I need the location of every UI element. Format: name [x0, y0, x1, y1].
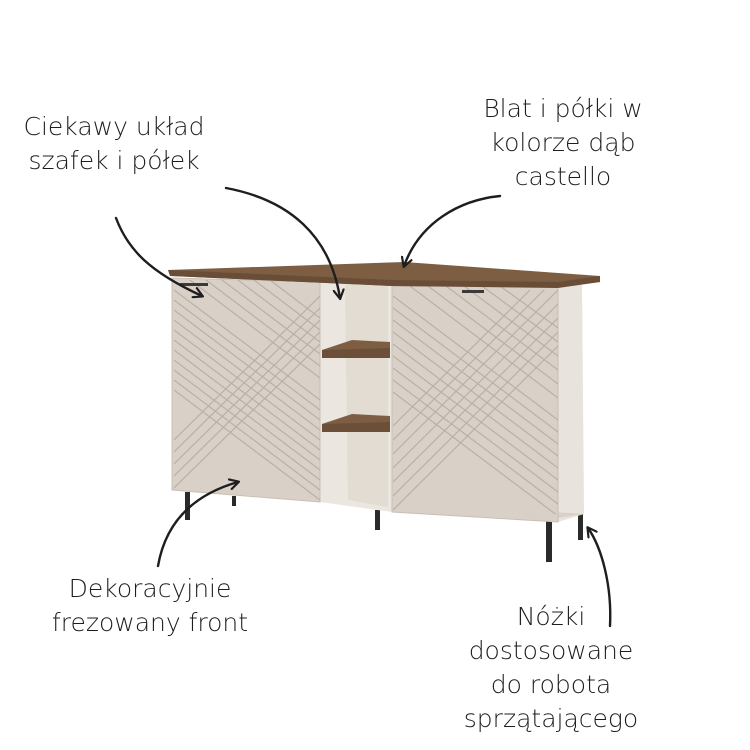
annotation-top-line: kolorze dąb	[490, 128, 636, 157]
compartment-inner	[345, 284, 388, 507]
arrow-legs	[588, 528, 612, 628]
sideboard	[168, 262, 600, 562]
leg-front-middle	[375, 510, 380, 530]
annotation-front-line: Dekoracyjnie	[68, 574, 232, 603]
annotation-top-line: castello	[514, 162, 612, 191]
leg-front-left	[185, 492, 190, 520]
left-door-handle	[180, 283, 208, 286]
annotation-top-line: Blat i półki w	[483, 94, 643, 123]
leg-front-right	[546, 520, 552, 562]
annotation-legs-line: sprzątającego	[463, 704, 639, 733]
oak-top	[168, 262, 600, 287]
arrow-front	[156, 482, 238, 568]
leg-back-right	[578, 514, 583, 540]
annotation-layout-line: szafek i półek	[28, 146, 200, 175]
annotation-legs: Nóżki dostosowane do robota sprzątająceg…	[456, 600, 646, 736]
arrow-layout-right	[224, 186, 340, 298]
annotation-layout: Ciekawy układ szafek i półek	[14, 110, 214, 178]
annotation-front-line: frezowany front	[51, 608, 249, 637]
leg-back-left	[232, 496, 236, 506]
arrow-top	[404, 194, 502, 266]
annotation-layout-line: Ciekawy układ	[23, 112, 205, 141]
annotation-legs-line: Nóżki	[516, 602, 586, 631]
annotation-front: Dekoracyjnie frezowany front	[30, 572, 270, 640]
annotation-top: Blat i półki w kolorze dąb castello	[468, 92, 658, 194]
arrow-layout-left	[114, 216, 202, 296]
shelf-upper-front	[322, 348, 390, 358]
annotation-legs-line: do robota	[490, 670, 612, 699]
oak-top-edge	[168, 270, 600, 288]
annotation-legs-line: dostosowane	[468, 636, 634, 665]
side-panel	[558, 282, 584, 522]
right-door-handle	[462, 290, 484, 293]
shelf-lower-front	[322, 422, 390, 432]
